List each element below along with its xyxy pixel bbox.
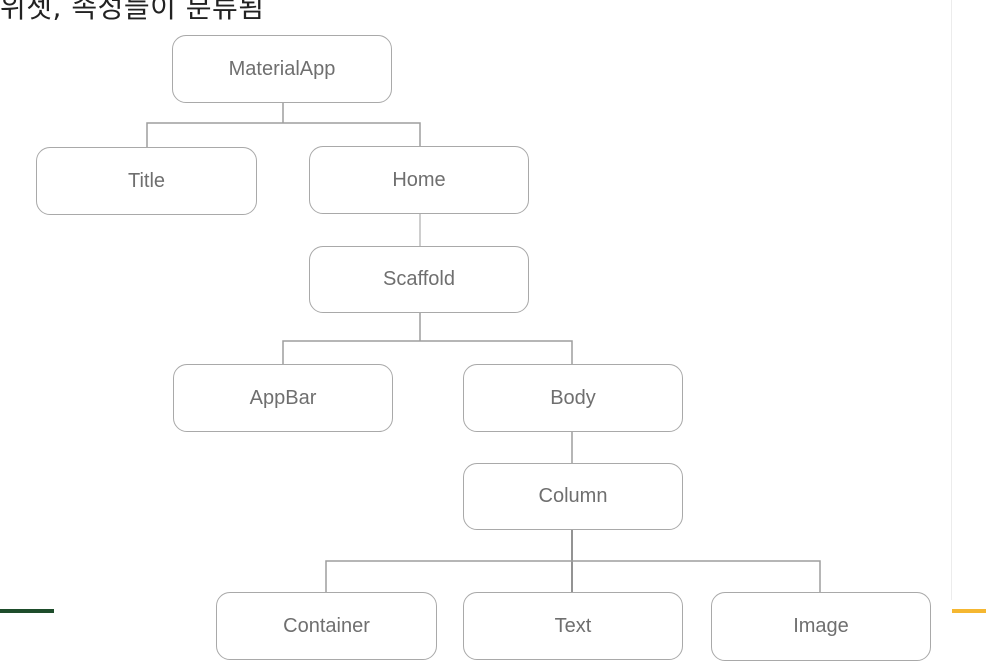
node-scaffold: Scaffold <box>309 246 529 313</box>
footer-accent-green <box>0 609 54 613</box>
node-scaffold-label: Scaffold <box>383 268 455 290</box>
node-column-label: Column <box>538 485 608 507</box>
node-container-label: Container <box>283 614 370 637</box>
node-text: Text <box>463 592 683 660</box>
node-home-label: Home <box>392 168 446 191</box>
node-body-label: Body <box>550 386 596 409</box>
slide-edge-divider <box>951 0 952 600</box>
edge-column-children <box>325 560 821 592</box>
node-appbar: AppBar <box>173 364 393 432</box>
node-image: Image <box>711 592 931 661</box>
node-home: Home <box>309 146 529 214</box>
node-appbar-label: AppBar <box>249 386 317 409</box>
edge-scaffold-children <box>282 340 573 364</box>
node-materialapp-label: MaterialApp <box>228 57 336 80</box>
node-title: Title <box>36 147 257 215</box>
node-text-label: Text <box>554 614 592 637</box>
edge-materialapp-children <box>146 122 421 147</box>
node-title-label: Title <box>127 169 166 192</box>
node-materialapp: MaterialApp <box>172 35 392 103</box>
footer-accent-yellow <box>952 609 986 613</box>
node-body: Body <box>463 364 683 432</box>
node-image-label: Image <box>793 615 849 637</box>
node-container: Container <box>216 592 437 660</box>
node-column: Column <box>463 463 683 530</box>
slide-heading: 위젯, 속성들이 분류됨 <box>0 0 265 24</box>
